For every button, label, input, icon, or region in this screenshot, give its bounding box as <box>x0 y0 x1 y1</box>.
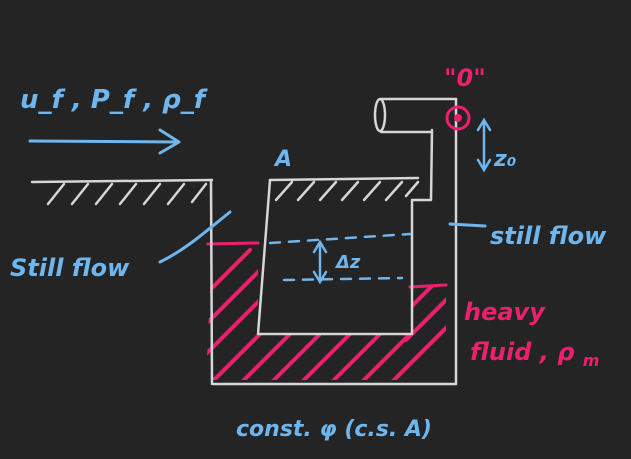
heavy-fluid-label: heavy fluid , ρ m <box>464 298 599 370</box>
still-flow-left-pointer <box>158 210 232 264</box>
point-a-label: A <box>273 147 292 172</box>
wall-hatching <box>30 176 420 206</box>
const-phi-label: const. φ (c.s. A) <box>236 417 432 442</box>
manometer-tube <box>209 97 458 386</box>
still-flow-left-label: Still flow <box>10 254 130 282</box>
still-flow-right-pointer <box>448 222 487 228</box>
heavy-fluid-line-2: fluid , ρ <box>470 338 574 366</box>
point-zero-label: "0" <box>444 64 486 92</box>
heavy-fluid-subscript: m <box>583 351 600 370</box>
delta-z-label: Δz <box>334 252 361 273</box>
freestream-label: u_f , P_f , ρ_f <box>20 85 209 115</box>
z0-dimension-arrow <box>476 117 492 173</box>
heavy-fluid-line-1: heavy <box>464 298 546 326</box>
still-flow-right-label: still flow <box>490 222 607 250</box>
delta-z-levels <box>268 232 412 282</box>
z0-label: z₀ <box>493 147 517 172</box>
freestream-arrow <box>28 128 181 155</box>
point-zero-marker <box>445 105 471 131</box>
delta-z-arrow <box>312 239 328 285</box>
